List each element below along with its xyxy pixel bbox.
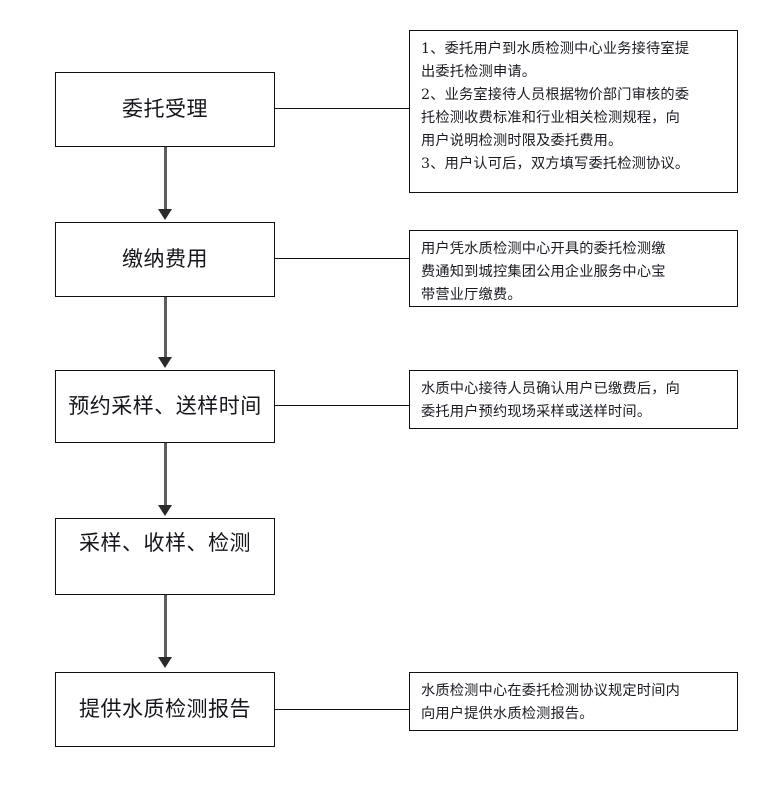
process-label-step-2: 缴纳费用	[122, 247, 208, 272]
note-box-step-2[interactable]: 用户凭水质检测中心开具的委托检测缴 费通知到城控集团公用企业服务中心宝 带营业厅…	[409, 230, 738, 307]
process-box-step-5[interactable]: 提供水质检测报告	[55, 672, 275, 747]
note-text-step-5: 水质检测中心在委托检测协议规定时间内 向用户提供水质检测报告。	[421, 683, 680, 722]
process-box-step-1[interactable]: 委托受理	[55, 72, 275, 147]
process-label-step-3: 预约采样、送样时间	[68, 394, 262, 419]
process-box-step-4[interactable]: 采样、收样、检测	[55, 518, 275, 595]
connector-line-step-3	[275, 405, 409, 407]
note-text-step-1: 1、委托用户到水质检测中心业务接待室提 出委托检测申请。 2、业务室接待人员根据…	[421, 41, 690, 172]
note-text-step-2: 用户凭水质检测中心开具的委托检测缴 费通知到城控集团公用企业服务中心宝 带营业厅…	[421, 241, 666, 303]
process-label-step-4: 采样、收样、检测	[79, 531, 251, 555]
note-box-step-5[interactable]: 水质检测中心在委托检测协议规定时间内 向用户提供水质检测报告。	[409, 672, 738, 731]
process-label-step-1: 委托受理	[122, 97, 208, 122]
connector-line-step-1	[275, 108, 409, 110]
note-box-step-1[interactable]: 1、委托用户到水质检测中心业务接待室提 出委托检测申请。 2、业务室接待人员根据…	[409, 30, 738, 193]
process-box-step-2[interactable]: 缴纳费用	[55, 222, 275, 297]
connector-line-step-2	[275, 258, 409, 260]
connector-line-step-5	[275, 709, 409, 711]
process-box-step-3[interactable]: 预约采样、送样时间	[55, 370, 275, 443]
process-label-step-5: 提供水质检测报告	[79, 697, 251, 722]
note-text-step-3: 水质中心接待人员确认用户已缴费后，向 委托用户预约现场采样或送样时间。	[421, 381, 680, 420]
note-box-step-3[interactable]: 水质中心接待人员确认用户已缴费后，向 委托用户预约现场采样或送样时间。	[409, 370, 738, 429]
